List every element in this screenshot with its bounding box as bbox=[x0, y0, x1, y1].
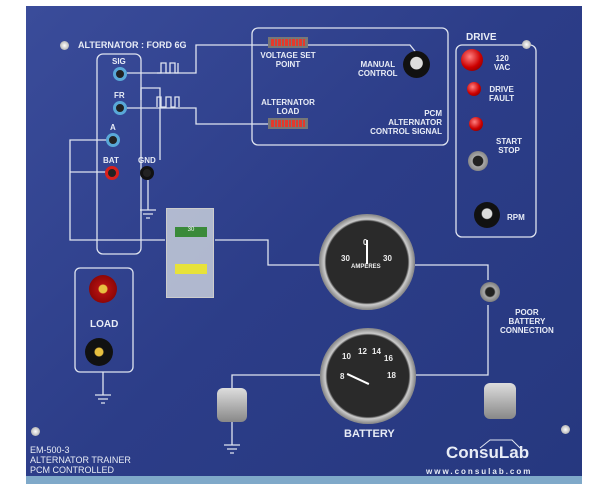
drive-fault-led bbox=[467, 82, 481, 96]
poor-battery-switch[interactable] bbox=[480, 282, 500, 302]
drive-fault-label: DRIVE FAULT bbox=[489, 85, 515, 103]
drive-title: DRIVE bbox=[466, 32, 497, 43]
website-url: www.consulab.com bbox=[426, 467, 533, 476]
load-negative-terminal[interactable] bbox=[85, 338, 113, 366]
120vac-indicator bbox=[461, 49, 483, 71]
sig-jack[interactable] bbox=[113, 67, 127, 81]
screw bbox=[522, 40, 531, 49]
voltmeter-tick: 10 bbox=[342, 352, 351, 361]
trainer-panel bbox=[26, 6, 582, 484]
pcm-signal-label: PCM ALTERNATOR CONTROL SIGNAL bbox=[370, 109, 442, 136]
poor-battery-label: POOR BATTERY CONNECTION bbox=[500, 308, 554, 335]
battery-terminal-bolt bbox=[484, 383, 516, 419]
manual-control-knob[interactable] bbox=[403, 51, 430, 78]
voltage-set-point-label: VOLTAGE SET POINT bbox=[260, 51, 316, 69]
voltmeter-needle bbox=[346, 373, 370, 385]
manual-control-label: MANUAL CONTROL bbox=[358, 60, 398, 78]
voltmeter-tick: 8 bbox=[340, 372, 345, 381]
voltage-set-point-bargraph bbox=[268, 37, 308, 48]
ammeter-gauge: 30 0 30 AMPERES bbox=[319, 214, 415, 310]
voltmeter-tick: 18 bbox=[387, 371, 396, 380]
load-label: LOAD bbox=[90, 319, 119, 330]
fuse-30a[interactable]: 30 bbox=[175, 227, 207, 237]
ammeter-tick: 0 bbox=[363, 238, 367, 247]
ammeter-label: AMPERES bbox=[351, 264, 381, 270]
bat-label: BAT bbox=[103, 156, 119, 165]
alternator-load-bargraph bbox=[268, 118, 308, 129]
ammeter-needle bbox=[366, 240, 368, 264]
sig-label: SIG bbox=[112, 57, 126, 66]
fr-jack[interactable] bbox=[113, 101, 127, 115]
rpm-label: RPM bbox=[507, 213, 525, 222]
voltmeter-gauge: 8 10 12 14 16 18 bbox=[320, 328, 416, 424]
voltmeter-tick: 12 bbox=[358, 347, 367, 356]
gnd-jack[interactable] bbox=[140, 166, 154, 180]
panel-title: ALTERNATOR : FORD 6G bbox=[78, 40, 187, 50]
fr-label: FR bbox=[114, 91, 125, 100]
battery-label: BATTERY bbox=[344, 428, 395, 440]
screw bbox=[561, 425, 570, 434]
a-label: A bbox=[110, 123, 116, 132]
ammeter-tick: 30 bbox=[341, 254, 350, 263]
start-stop-led bbox=[469, 117, 483, 131]
model-label: EM-500-3 ALTERNATOR TRAINER PCM CONTROLL… bbox=[30, 445, 131, 475]
ground-bolt bbox=[217, 388, 247, 422]
screw bbox=[60, 41, 69, 50]
a-jack[interactable] bbox=[106, 133, 120, 147]
start-stop-button[interactable] bbox=[468, 151, 488, 171]
consulab-logo: ConsuLab bbox=[446, 443, 530, 462]
screw bbox=[31, 427, 40, 436]
start-stop-label: START STOP bbox=[496, 137, 523, 155]
alternator-load-label: ALTERNATOR LOAD bbox=[261, 98, 315, 116]
fuse-yellow[interactable] bbox=[175, 264, 207, 274]
vac-label: 120 VAC bbox=[494, 54, 511, 72]
bat-jack[interactable] bbox=[105, 166, 119, 180]
fuse-holder: 30 bbox=[166, 208, 214, 298]
ammeter-tick: 30 bbox=[383, 254, 392, 263]
load-positive-terminal[interactable] bbox=[89, 275, 117, 303]
voltmeter-tick: 14 bbox=[372, 347, 381, 356]
rpm-knob[interactable] bbox=[474, 202, 500, 228]
voltmeter-tick: 16 bbox=[384, 354, 393, 363]
gnd-label: GND bbox=[138, 156, 156, 165]
